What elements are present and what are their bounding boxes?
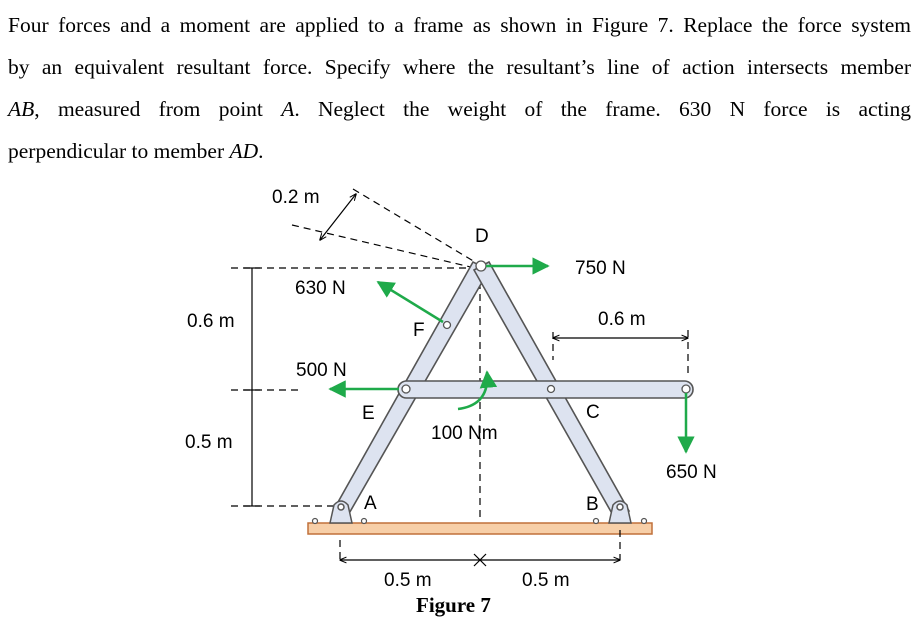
label-dim-05-bottom-right: 0.5 m [522, 570, 570, 591]
arrow-630 [376, 280, 444, 324]
force-arrows [328, 257, 695, 454]
support-b [608, 500, 632, 524]
label-dim-06-left: 0.6 m [187, 311, 235, 332]
label-point-b: B [586, 494, 599, 515]
problem-line-4: perpendicular to member AD. [8, 139, 264, 163]
dim-bottom-mid-tick2 [473, 553, 487, 567]
arrow-moment [457, 370, 498, 411]
pin-d [475, 260, 487, 272]
label-force-650: 650 N [666, 462, 717, 483]
problem-line-3: AB, measured from point A. Neglect the w… [8, 97, 911, 121]
problem-line-1: Four forces and a moment are applied to … [8, 13, 911, 37]
dim-02-line [320, 194, 356, 240]
pins [401, 260, 691, 394]
label-point-c: C [586, 402, 600, 423]
label-force-750: 750 N [575, 258, 626, 279]
ground-base [307, 522, 653, 535]
label-point-a: A [364, 493, 377, 514]
member-ec [397, 380, 694, 399]
pin-f [442, 320, 452, 330]
member-ab-ref: AB [8, 97, 35, 121]
figure-caption: Figure 7 [416, 593, 491, 617]
member-ad-ref: AD [229, 139, 259, 163]
label-moment-100: 100 Nm [431, 423, 498, 444]
pin-mid [546, 384, 556, 394]
label-dim-05-bottom-left: 0.5 m [384, 570, 432, 591]
label-dim-06-right: 0.6 m [598, 309, 646, 330]
label-point-e: E [362, 403, 375, 424]
label-force-500: 500 N [296, 360, 347, 381]
label-force-630: 630 N [295, 278, 346, 299]
point-a-ref: A [281, 97, 295, 121]
pin-e [401, 384, 411, 394]
support-a [329, 500, 353, 524]
problem-statement: Four forces and a moment are applied to … [8, 4, 911, 172]
pin-end [681, 384, 691, 394]
label-point-d: D [475, 226, 489, 247]
label-dim-05-left: 0.5 m [185, 432, 233, 453]
label-point-f: F [413, 320, 425, 341]
problem-line-2: by an equivalent resultant force. Specif… [8, 55, 911, 79]
label-dim-02: 0.2 m [272, 187, 320, 208]
bolts [311, 517, 648, 525]
